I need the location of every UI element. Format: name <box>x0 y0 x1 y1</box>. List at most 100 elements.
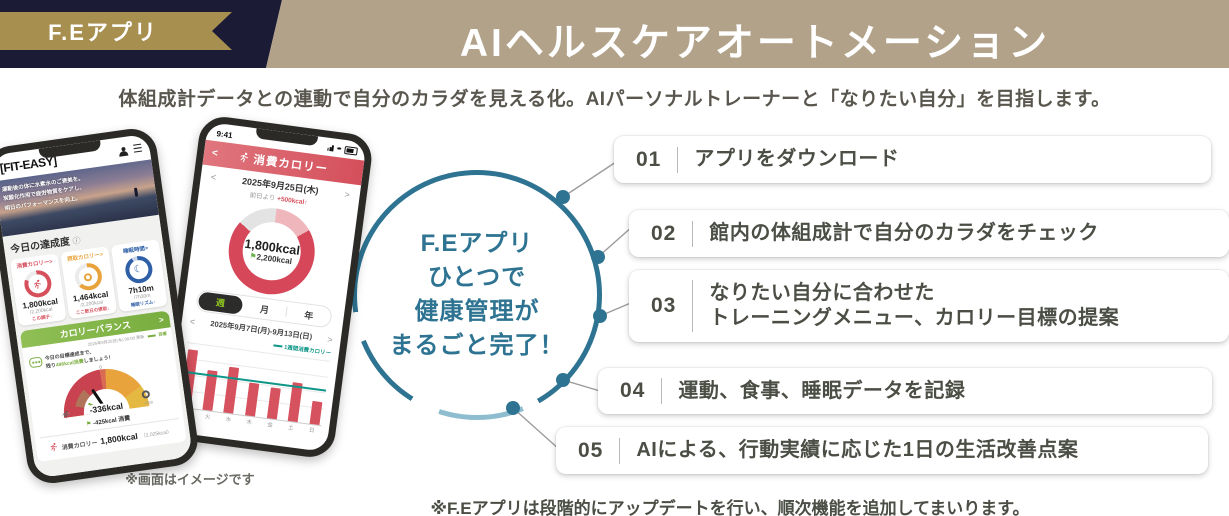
step-number: 02 <box>651 221 677 245</box>
info-icon[interactable]: ⓘ <box>71 235 82 247</box>
chat-icon <box>28 356 43 369</box>
runner-icon <box>33 279 41 289</box>
donut-center <box>26 273 49 295</box>
app-name-badge-label: F.Eアプリ <box>48 20 158 45</box>
runner-icon <box>49 438 60 457</box>
step-divider <box>677 146 679 173</box>
next-week-button[interactable]: > <box>326 333 334 345</box>
step-label: なりたい自分に合わせた トレーニングメニュー、カロリー目標の提案 <box>709 281 1119 331</box>
update-disclaimer-note: ※F.Eアプリは段階的にアップデートを行い、順次機能を追加してまいります。 <box>430 499 1030 516</box>
step-label: 運動、食事、睡眠データを記録 <box>678 379 966 402</box>
chevron-right-icon: > <box>158 315 165 325</box>
step-label-line1: なりたい自分に合わせた <box>709 282 935 304</box>
x-label: 金 <box>266 422 274 429</box>
bar-thu <box>245 382 260 417</box>
app-name-badge: F.Eアプリ <box>0 12 232 50</box>
x-label: 火 <box>204 414 211 421</box>
status-icons <box>326 144 358 156</box>
person-silhouette <box>133 187 139 197</box>
tab-year[interactable]: 年 <box>303 309 314 321</box>
card-burn-calories[interactable]: 消費カロリー> 1,800kcal /2,200kcal この調子↑ <box>9 253 67 327</box>
footer-label: 消費カロリー <box>61 440 98 452</box>
intake-donut <box>72 261 104 293</box>
connector-line-5 <box>512 407 561 451</box>
x-label: 水 <box>225 416 232 424</box>
step-label: アプリをダウンロード <box>694 148 900 170</box>
next-day-button[interactable]: > <box>343 188 351 200</box>
dashboard-body: 今日の達成度 ⓘ 消費カロリー> 1,800kcal /2,200kcal この… <box>2 214 201 487</box>
x-label: 木 <box>245 419 253 427</box>
meal-icon <box>141 389 151 399</box>
flag-icon: ⚑ <box>85 421 93 428</box>
bar-wed <box>223 366 240 414</box>
meal-icon <box>83 272 93 282</box>
step-divider <box>619 437 621 464</box>
bar-fri <box>266 387 281 420</box>
prev-week-button[interactable]: < <box>189 315 196 327</box>
step-label-line2: トレーニングメニュー、カロリー目標の提案 <box>709 307 1120 329</box>
prev-day-button[interactable]: < <box>210 171 217 182</box>
connector-dot-5 <box>506 401 520 415</box>
step-number: 03 <box>651 294 677 317</box>
connector-dot-4 <box>556 373 570 387</box>
x-label: 日 <box>308 427 315 435</box>
runner-icon <box>240 152 248 163</box>
summary-circle-text: F.Eアプリ ひとつで 健康管理が まるごと完了！ <box>357 175 597 415</box>
step-divider <box>692 280 694 332</box>
account-icon[interactable] <box>118 146 128 156</box>
calorie-donut-chart: 1,800kcal ⚑2,200kcal <box>223 203 320 300</box>
moon-icon: ☾ <box>133 263 144 276</box>
balance-footer: 消費カロリー 1,800kcal （2,025kcal） <box>39 418 182 459</box>
chevron-right-icon: > <box>49 259 54 266</box>
legend-line-swatch <box>273 344 283 348</box>
connector-dot-2 <box>591 250 605 264</box>
app-header-bar: < 消費カロリー <box>202 139 365 186</box>
card-label: 消費カロリー> <box>16 259 54 271</box>
step-divider <box>661 378 663 404</box>
signal-icon <box>326 145 335 152</box>
summary-line-4: まるごと完了！ <box>389 332 565 360</box>
step-label: 館内の体組成計で自分のカラダをチェック <box>709 222 1099 244</box>
bar-sun <box>309 400 323 426</box>
connector-dot-3 <box>593 309 607 323</box>
donut-center: 1,800kcal ⚑2,200kcal <box>239 218 305 284</box>
phone-mockup-calorie-screen: 9:41 < 消費カロリー < 2025年9月25日(木) > 前日より +50… <box>159 114 375 460</box>
battery-icon <box>344 146 358 156</box>
step-item-05: 05 AIによる、行動実績に応じた1日の生活改善点案 <box>556 427 1208 474</box>
page-title: AIヘルスケアオートメーション <box>459 22 1051 65</box>
donut-center: ☾ <box>127 258 150 281</box>
metric-cards: 消費カロリー> 1,800kcal /2,200kcal この調子↑ 摂取カロリ… <box>9 239 168 327</box>
step-number: 01 <box>636 147 662 171</box>
burn-donut <box>22 268 53 300</box>
menu-icon[interactable]: ☰ <box>131 141 144 156</box>
chevron-right-icon: > <box>144 245 149 253</box>
target-legend-swatch <box>147 334 156 338</box>
page-subtitle: 体組成計データとの連動で自分のカラダを見える化。AIパーソナルトレーナーと「なり… <box>118 89 1111 110</box>
weekly-bar-chart: 1週間消費カロリー 月 火 <box>177 330 331 435</box>
runner-icon <box>61 405 71 424</box>
top-bar-icons: ☰ <box>118 141 144 157</box>
card-intake-calories[interactable]: 摂取カロリー> 1,464kcal /2,200kcal ここ数日の摂取↓ <box>60 246 118 320</box>
step-divider <box>692 220 694 247</box>
summary-line-3: 健康管理が <box>414 298 540 325</box>
card-label: 摂取カロリー> <box>66 251 104 263</box>
calorie-balance-card: 2025年9月25日(木) 00:00 更新 目標 今日の目標達成まで、 残り4… <box>22 327 187 463</box>
diff-value: +500kcal↑ <box>276 195 308 207</box>
chevron-right-icon: > <box>99 251 104 259</box>
step-label: AIによる、行動実績に応じた1日の生活改善点案 <box>636 439 1079 461</box>
diff-label: 前日より <box>249 191 276 203</box>
card-sleep-time[interactable]: 睡眠時間> ☾ 7h10m /7h30m 睡眠リズム↑ <box>110 239 168 313</box>
step-item-03: 03 なりたい自分に合わせた トレーニングメニュー、カロリー目標の提案 <box>629 270 1229 342</box>
step-item-04: 04 運動、食事、睡眠データを記録 <box>598 368 1212 414</box>
step-item-02: 02 館内の体組成計で自分のカラダをチェック <box>629 210 1229 257</box>
sleep-donut: ☾ <box>123 254 154 285</box>
tab-month[interactable]: 月 <box>259 303 270 315</box>
back-button[interactable]: < <box>211 147 219 160</box>
gauge-max-label: +500 <box>143 399 154 406</box>
summary-line-2: ひとつで <box>427 263 527 291</box>
footer-value: 1,800kcal <box>99 430 139 447</box>
card-label: 睡眠時間> <box>122 245 149 256</box>
calorie-gauge: 0 -500 +500 -336kcal <box>58 360 153 419</box>
target-legend-label: 目標 <box>157 330 167 338</box>
clock-text: 9:41 <box>216 128 234 140</box>
